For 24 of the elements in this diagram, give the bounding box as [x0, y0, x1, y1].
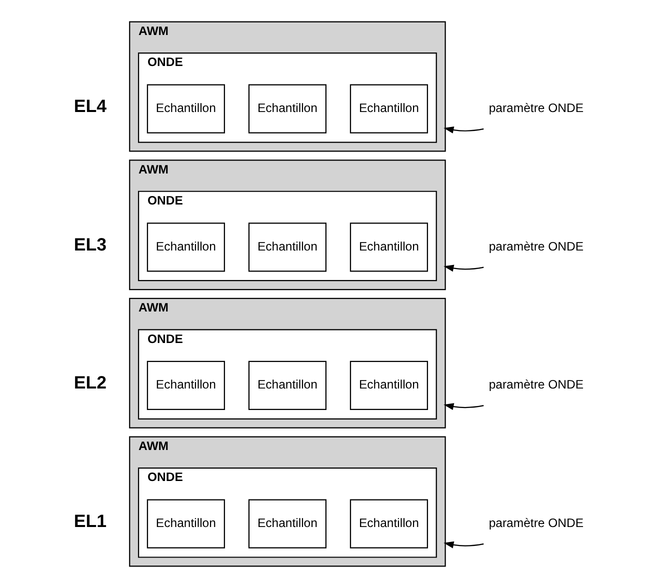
node-box: Echantillon: [146, 222, 224, 272]
node-box: Echantillon: [349, 84, 428, 134]
arrow: [443, 541, 484, 548]
node-text: paramètre ONDE: [488, 239, 584, 254]
node-box: Echantillon: [146, 360, 224, 410]
node-box: Echantillon: [146, 84, 224, 134]
node-text: paramètre ONDE: [488, 100, 584, 115]
node-box: Echantillon: [248, 499, 326, 548]
node-box: Echantillon: [248, 222, 326, 272]
node-label: EL4: [73, 96, 106, 116]
node-box: Echantillon: [349, 360, 428, 410]
node-label: EL1: [73, 510, 106, 531]
node-box: Echantillon: [248, 84, 326, 134]
node-text: paramètre ONDE: [488, 378, 584, 392]
node-box: Echantillon: [349, 222, 428, 272]
arrow: [443, 403, 484, 410]
node-box: Echantillon: [248, 360, 326, 410]
node-box: Echantillon: [146, 499, 224, 548]
arrow: [443, 264, 484, 272]
arrow: [443, 126, 484, 134]
node-label: EL2: [73, 372, 106, 393]
node-box: Echantillon: [349, 499, 428, 548]
node-label: EL3: [73, 234, 106, 254]
node-text: paramètre ONDE: [488, 516, 584, 530]
